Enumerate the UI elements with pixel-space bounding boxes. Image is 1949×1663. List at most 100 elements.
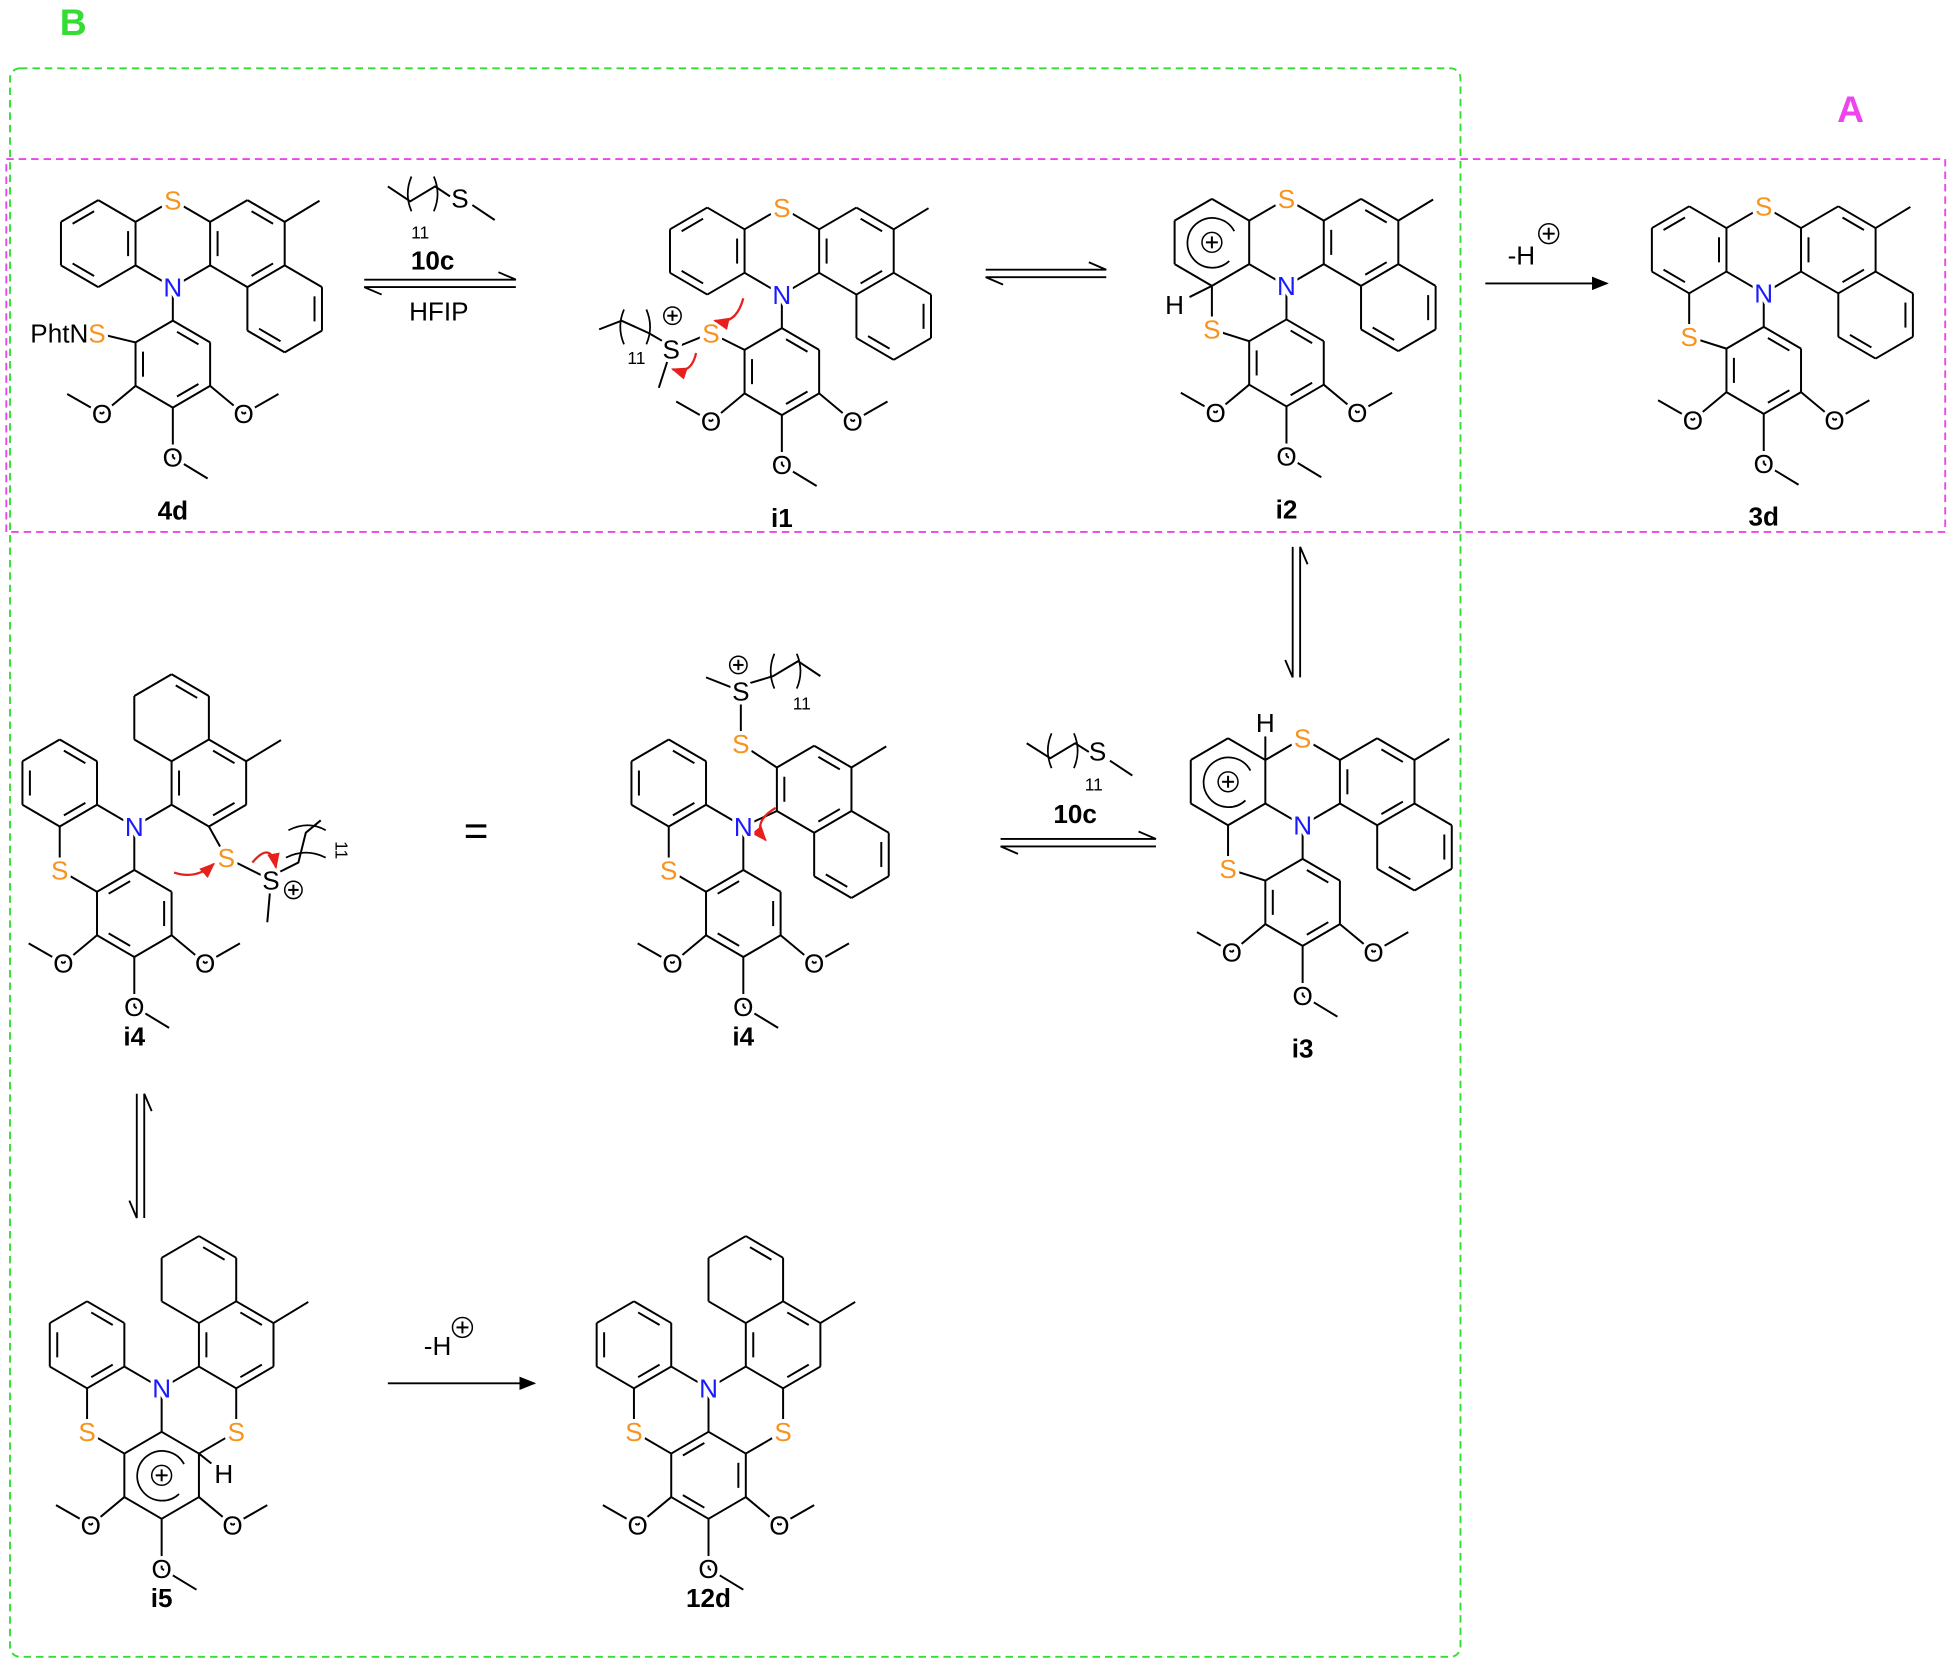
i4-mid-methyl-bond: [850, 745, 887, 769]
deprotonation-label-2: -H: [424, 1331, 452, 1361]
reagent-sulfur-atom: S: [451, 184, 468, 214]
i3-left-ring-bond: [1227, 802, 1266, 827]
12d-naphthalene-ring-2-bond: [745, 1235, 784, 1259]
i2-methyl-bond: [1397, 198, 1434, 222]
methyl-bond: [742, 1005, 779, 1029]
i4-left-thiazine-bond: [59, 869, 98, 893]
i3-aryl-ring-bond: [1302, 857, 1341, 882]
i2-naphthalene-ring-bond: [1323, 263, 1362, 287]
i2-naphthalene-ring-bond: [1360, 198, 1399, 222]
i5-aryl-ring-bond: [123, 1430, 163, 1455]
i5-nitrogen-atom: N: [152, 1374, 171, 1404]
4d-aryl-ring-bond: [135, 319, 174, 344]
3d-naphthalene-ring-double-bond: [1841, 216, 1865, 231]
4d-sulfur-atom: S: [164, 185, 181, 215]
3d-thiazine-bond: [1725, 205, 1765, 229]
4d-thiazine-bond: [135, 199, 174, 223]
i4-mid-compound-label: i4: [732, 1021, 754, 1051]
i3-oxygen-atom: O: [1222, 937, 1242, 967]
c-h-bond: [1189, 284, 1213, 298]
panel-label-B: B: [60, 1, 87, 43]
methoxy-bond: [170, 934, 206, 965]
4d-left-ring-double-bond: [72, 262, 95, 277]
4d-oxygen-atom: O: [92, 399, 112, 429]
i5-naphthalene-ring-bond: [235, 1300, 275, 1324]
i3-methyl-bond: [1413, 738, 1450, 761]
equilibrium-arrow-i4-i3: [1000, 830, 1157, 855]
12d-naphthalene-ring-bond: [745, 1300, 784, 1324]
i4-mid-n-naphthyl-bond: [742, 810, 778, 828]
4d-naphthalene-ring-2-bond: [284, 329, 323, 354]
methyl-bond: [204, 942, 241, 965]
i4-mid-naphthalene-ring-bond: [776, 810, 815, 834]
methyl-bond: [1372, 931, 1409, 953]
methyl-bond: [231, 1504, 268, 1526]
i1-oxygen-atom: O: [772, 450, 792, 480]
i3-thiazine-bond: [1302, 737, 1341, 761]
reagent-methyl-bond: [471, 204, 496, 221]
i4-left-naphthalene-ring-2-bond: [133, 673, 173, 697]
12d-benzo-ring-bond: [596, 1300, 635, 1324]
3d-nitrogen-atom: N: [1754, 279, 1773, 309]
i4-mid-oxygen-atom: O: [804, 949, 824, 979]
i3-naphthalene-ring-bond: [1339, 802, 1378, 827]
methyl-bond: [813, 942, 850, 965]
i4-left-oxygen-atom: O: [195, 949, 215, 979]
methyl-bond: [781, 463, 818, 487]
i2-aryl-ring-double-bond: [1290, 329, 1313, 344]
i1-naphthalene-ring-2-bond: [893, 337, 932, 361]
12d-benzo-ring-double-bond: [637, 1311, 661, 1326]
i4-left-naphthalene-ring-2-double-bond: [175, 684, 198, 699]
i5-benzo-ring-double-bond: [90, 1311, 114, 1326]
i5-benzo-ring-bond: [49, 1365, 88, 1390]
i4-left-naphthalene-ring-bond: [171, 803, 210, 828]
4d-thiazine-bond: [172, 199, 211, 223]
i3-thiazine-bond: [1264, 802, 1304, 827]
methyl-bond: [852, 400, 888, 423]
i1-methyl-bond: [893, 207, 930, 231]
i1-aryl-ring-bond: [781, 327, 820, 351]
i2-naphthalene-ring-double-bond: [1364, 209, 1388, 224]
reagent-label-10c-2: 10c: [1053, 799, 1097, 829]
i4-mid-thiazine-bond: [668, 869, 707, 893]
i3-naphthalene-ring-bond: [1376, 802, 1415, 827]
delocalized-cation-arc: [1202, 756, 1252, 808]
i5-benzo-ring-bond: [49, 1300, 88, 1324]
i1-naphthalene-ring-2-bond: [855, 337, 895, 361]
chain-bracket: [285, 824, 327, 859]
3d-aryl-ring-bond: [1725, 391, 1765, 415]
methoxy-bond: [1692, 391, 1728, 421]
i1-aryl-ring-double-bond: [785, 338, 809, 353]
i3-bridge-sulfur-atom: S: [1219, 854, 1236, 884]
12d-n-naphthyl-bond: [708, 1365, 747, 1390]
methyl-bond: [172, 456, 209, 480]
methyl-bond: [66, 393, 103, 415]
12d-oxygen-atom: O: [769, 1510, 789, 1540]
12d-naphthalene-ring-double-bond: [786, 1363, 810, 1379]
i4-mid-sulfonium-atom: S: [732, 676, 749, 706]
12d-naphthalene-ring-bond: [782, 1300, 821, 1324]
i4-mid-naphthalene-ring-2-double-bond: [825, 873, 848, 888]
i2-naphthalene-ring-bond: [1360, 263, 1399, 287]
methyl-bond: [1657, 399, 1694, 421]
4d-oxygen-atom: O: [234, 399, 254, 429]
4d-aryl-ring-double-bond: [176, 330, 199, 346]
3d-bridge-sulfur-atom: S: [1680, 322, 1697, 352]
4d-left-ring-bond: [60, 199, 99, 223]
i1-sulfur-atom: S: [702, 318, 719, 348]
c-s-bond: [740, 743, 778, 769]
i5-naphthalene-ring-2-double-bond: [202, 1246, 226, 1261]
i4-mid-aryl-ring-bond: [742, 869, 782, 893]
i3-aryl-ring-double-bond: [1306, 869, 1329, 884]
i4-mid-naphthalene-ring-bond: [776, 744, 815, 769]
i3-naphthalene-ring-double-bond: [1380, 748, 1404, 763]
i1-left-ring-double-bond: [681, 217, 704, 233]
i4-left-naphthalene-ring-double-bond: [212, 749, 236, 765]
3d-sulfur-atom: S: [1755, 192, 1772, 222]
3d-aryl-ring-bond: [1763, 391, 1802, 415]
i4-left-naphthalene-ring-2-bond: [133, 738, 173, 763]
12d-nitrogen-atom: N: [699, 1374, 718, 1404]
chain-bracket: [769, 653, 802, 689]
i1-oxygen-atom: O: [701, 407, 721, 437]
i1-aryl-ring-bond: [781, 392, 820, 416]
